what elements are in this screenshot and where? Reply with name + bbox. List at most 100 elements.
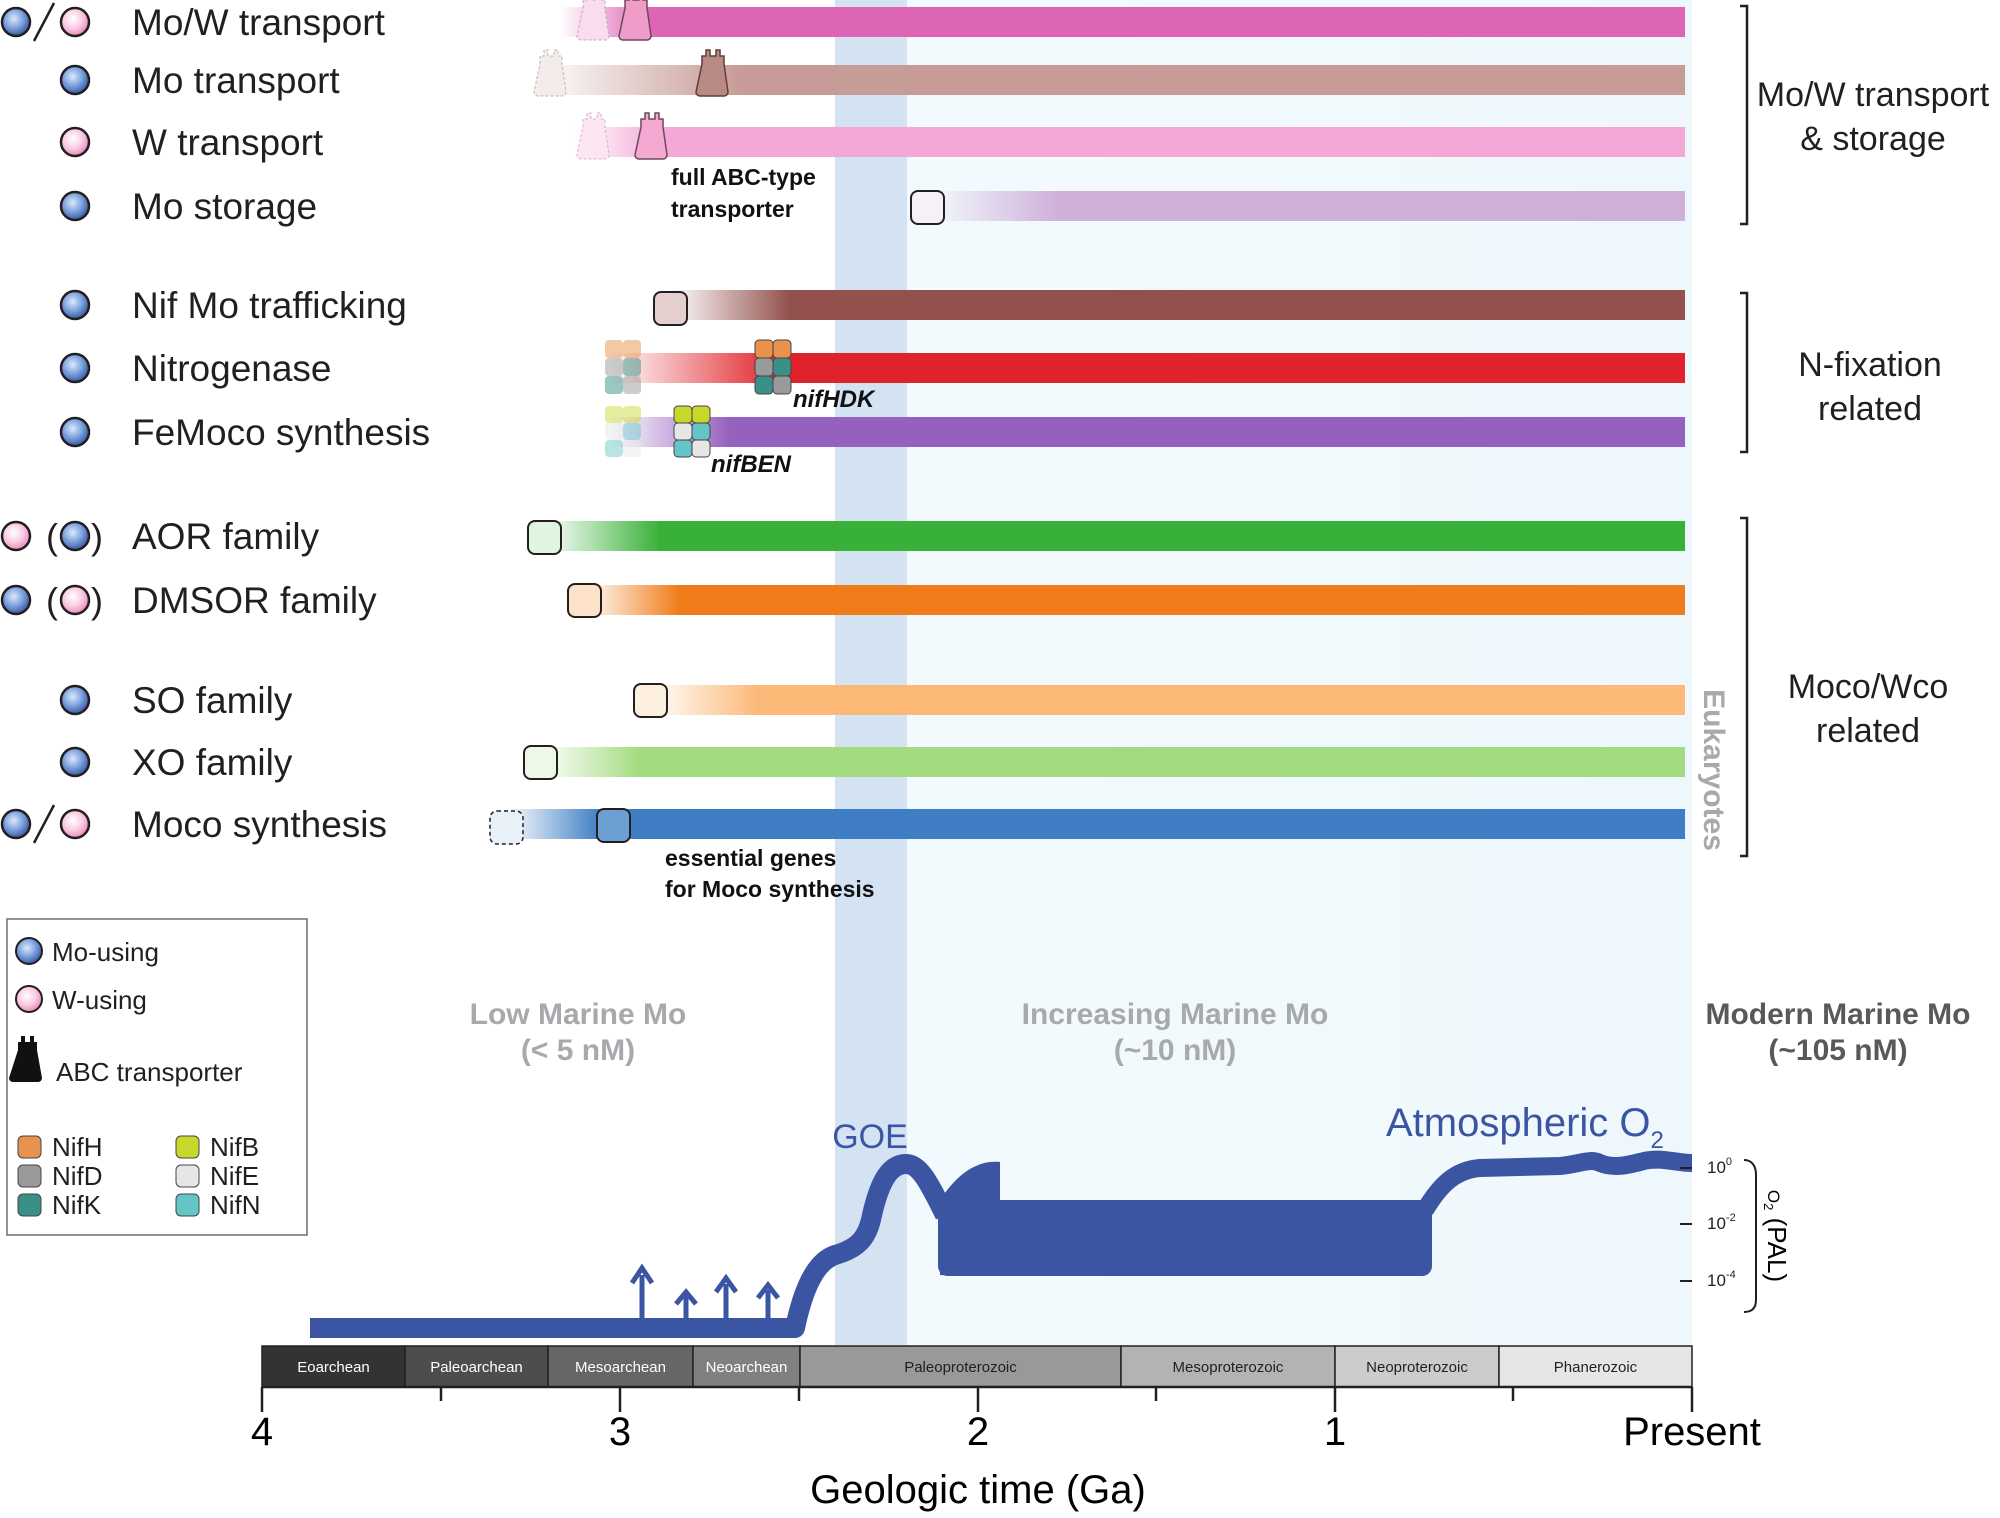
mo-using-icon: [59, 416, 91, 448]
metal-icon: [0, 804, 91, 844]
metal-icon: [59, 352, 91, 384]
gene-bar: [650, 685, 1685, 715]
nif-legend-label: NifK: [52, 1190, 102, 1220]
nifben-cluster-faded: [605, 406, 641, 457]
nifhdk-cluster-faded: [605, 340, 641, 394]
w-using-icon: [59, 126, 91, 158]
row-label: DMSOR family: [132, 580, 377, 621]
nif-swatch: [175, 1164, 200, 1188]
axis-tick-label: Present: [1623, 1410, 1761, 1454]
nif-swatch: [17, 1135, 42, 1159]
o2-line: [310, 1154, 954, 1338]
row-label: Nif Mo trafficking: [132, 285, 407, 326]
axis-tick-label: 3: [609, 1410, 631, 1454]
gene-bar: [575, 127, 1685, 157]
row-label: Mo storage: [132, 186, 317, 227]
origin-box: [523, 745, 558, 780]
gene-bar: [930, 191, 1685, 221]
nifhdk-cluster: [754, 339, 792, 395]
slash-glyph: [32, 804, 56, 844]
w-using-icon: [59, 584, 91, 616]
mo-using-icon: [0, 584, 32, 616]
era-increasing-marine-mo: Increasing Marine Mo(~10 nM): [1022, 998, 1329, 1067]
nif-legend-label: NifH: [52, 1132, 103, 1162]
eon-label: Mesoproterozoic: [1173, 1359, 1284, 1376]
w-using-icon: [15, 985, 43, 1013]
group-brackets: [1740, 4, 1749, 858]
transporter-icon-faded: [576, 112, 610, 160]
origin-box: [567, 583, 602, 618]
nif-legend-label: NifE: [210, 1161, 259, 1191]
nif-swatch: [175, 1193, 200, 1217]
legend-abc-transporter: ABC transporter: [56, 1057, 243, 1087]
origin-boxes: [489, 190, 945, 845]
metal-icon: (): [0, 516, 103, 557]
mo-using-icon: [59, 64, 91, 96]
metal-icon: [59, 416, 91, 448]
eon-box: [261, 1345, 406, 1388]
axis-tick-label: 2: [967, 1410, 989, 1454]
mo-using-icon: [59, 190, 91, 222]
metal-icon: [59, 64, 91, 96]
mo-using-icon: [59, 289, 91, 321]
era-modern-marine-mo: Modern Marine Mo(~105 nM): [1705, 998, 1970, 1067]
origin-box-faded: [489, 810, 524, 845]
row-label: FeMoco synthesis: [132, 412, 430, 453]
gene-bar: [545, 521, 1685, 551]
group-label-transport: Mo/W transport& storage: [1757, 76, 1990, 158]
transporter-icon-faded: [576, 0, 610, 41]
nif-swatch: [17, 1193, 42, 1217]
nif-swatch: [175, 1135, 200, 1159]
legend-box: [6, 918, 308, 1236]
mo-using-icon: [0, 808, 32, 840]
axis-tick-label: 1: [1324, 1410, 1346, 1454]
eon-box: [404, 1345, 549, 1388]
mo-using-icon: [59, 746, 91, 778]
o2-modern-line: [1417, 1150, 1693, 1215]
transporter-icon-faded: [533, 49, 567, 97]
metal-icon: [59, 746, 91, 778]
axis-tick-label: 4: [251, 1410, 273, 1454]
gene-bar: [670, 290, 1685, 320]
eon-label: Neoproterozoic: [1366, 1359, 1468, 1376]
abc-transporter-icon: [9, 1036, 42, 1082]
metal-icon: [0, 2, 91, 42]
eon-label: Mesoarchean: [575, 1359, 666, 1376]
nif-clusters: [605, 339, 792, 458]
eon-label: Paleoproterozoic: [904, 1359, 1017, 1376]
w-using-icon: [59, 808, 91, 840]
nif-legend-label: NifN: [210, 1190, 261, 1220]
eon-box: [1120, 1345, 1336, 1388]
row-label: W transport: [132, 122, 324, 163]
origin-box: [596, 808, 631, 843]
origin-box: [653, 291, 688, 326]
mo-using-icon: [15, 937, 43, 965]
nifben-label: nifBEN: [711, 451, 792, 478]
nif-legend-label: NifD: [52, 1161, 103, 1191]
origin-box: [527, 520, 562, 555]
oxygen-curve: [310, 1150, 1693, 1338]
gene-bar: [610, 417, 1685, 447]
mo-using-icon: [0, 6, 32, 38]
goe-band: [835, 0, 907, 1345]
atmospheric-o2-title: Atmospheric O2: [1386, 1101, 1664, 1154]
paren-glyph: ): [91, 580, 103, 621]
origin-box: [910, 190, 945, 225]
row-label: Mo/W transport: [132, 2, 386, 43]
row-label: SO family: [132, 680, 293, 721]
row-label: Moco synthesis: [132, 804, 387, 845]
gene-bars: [505, 7, 1685, 839]
o2-tick-label: 100: [1707, 1156, 1732, 1177]
proterozoic-shading: [907, 0, 1692, 1345]
